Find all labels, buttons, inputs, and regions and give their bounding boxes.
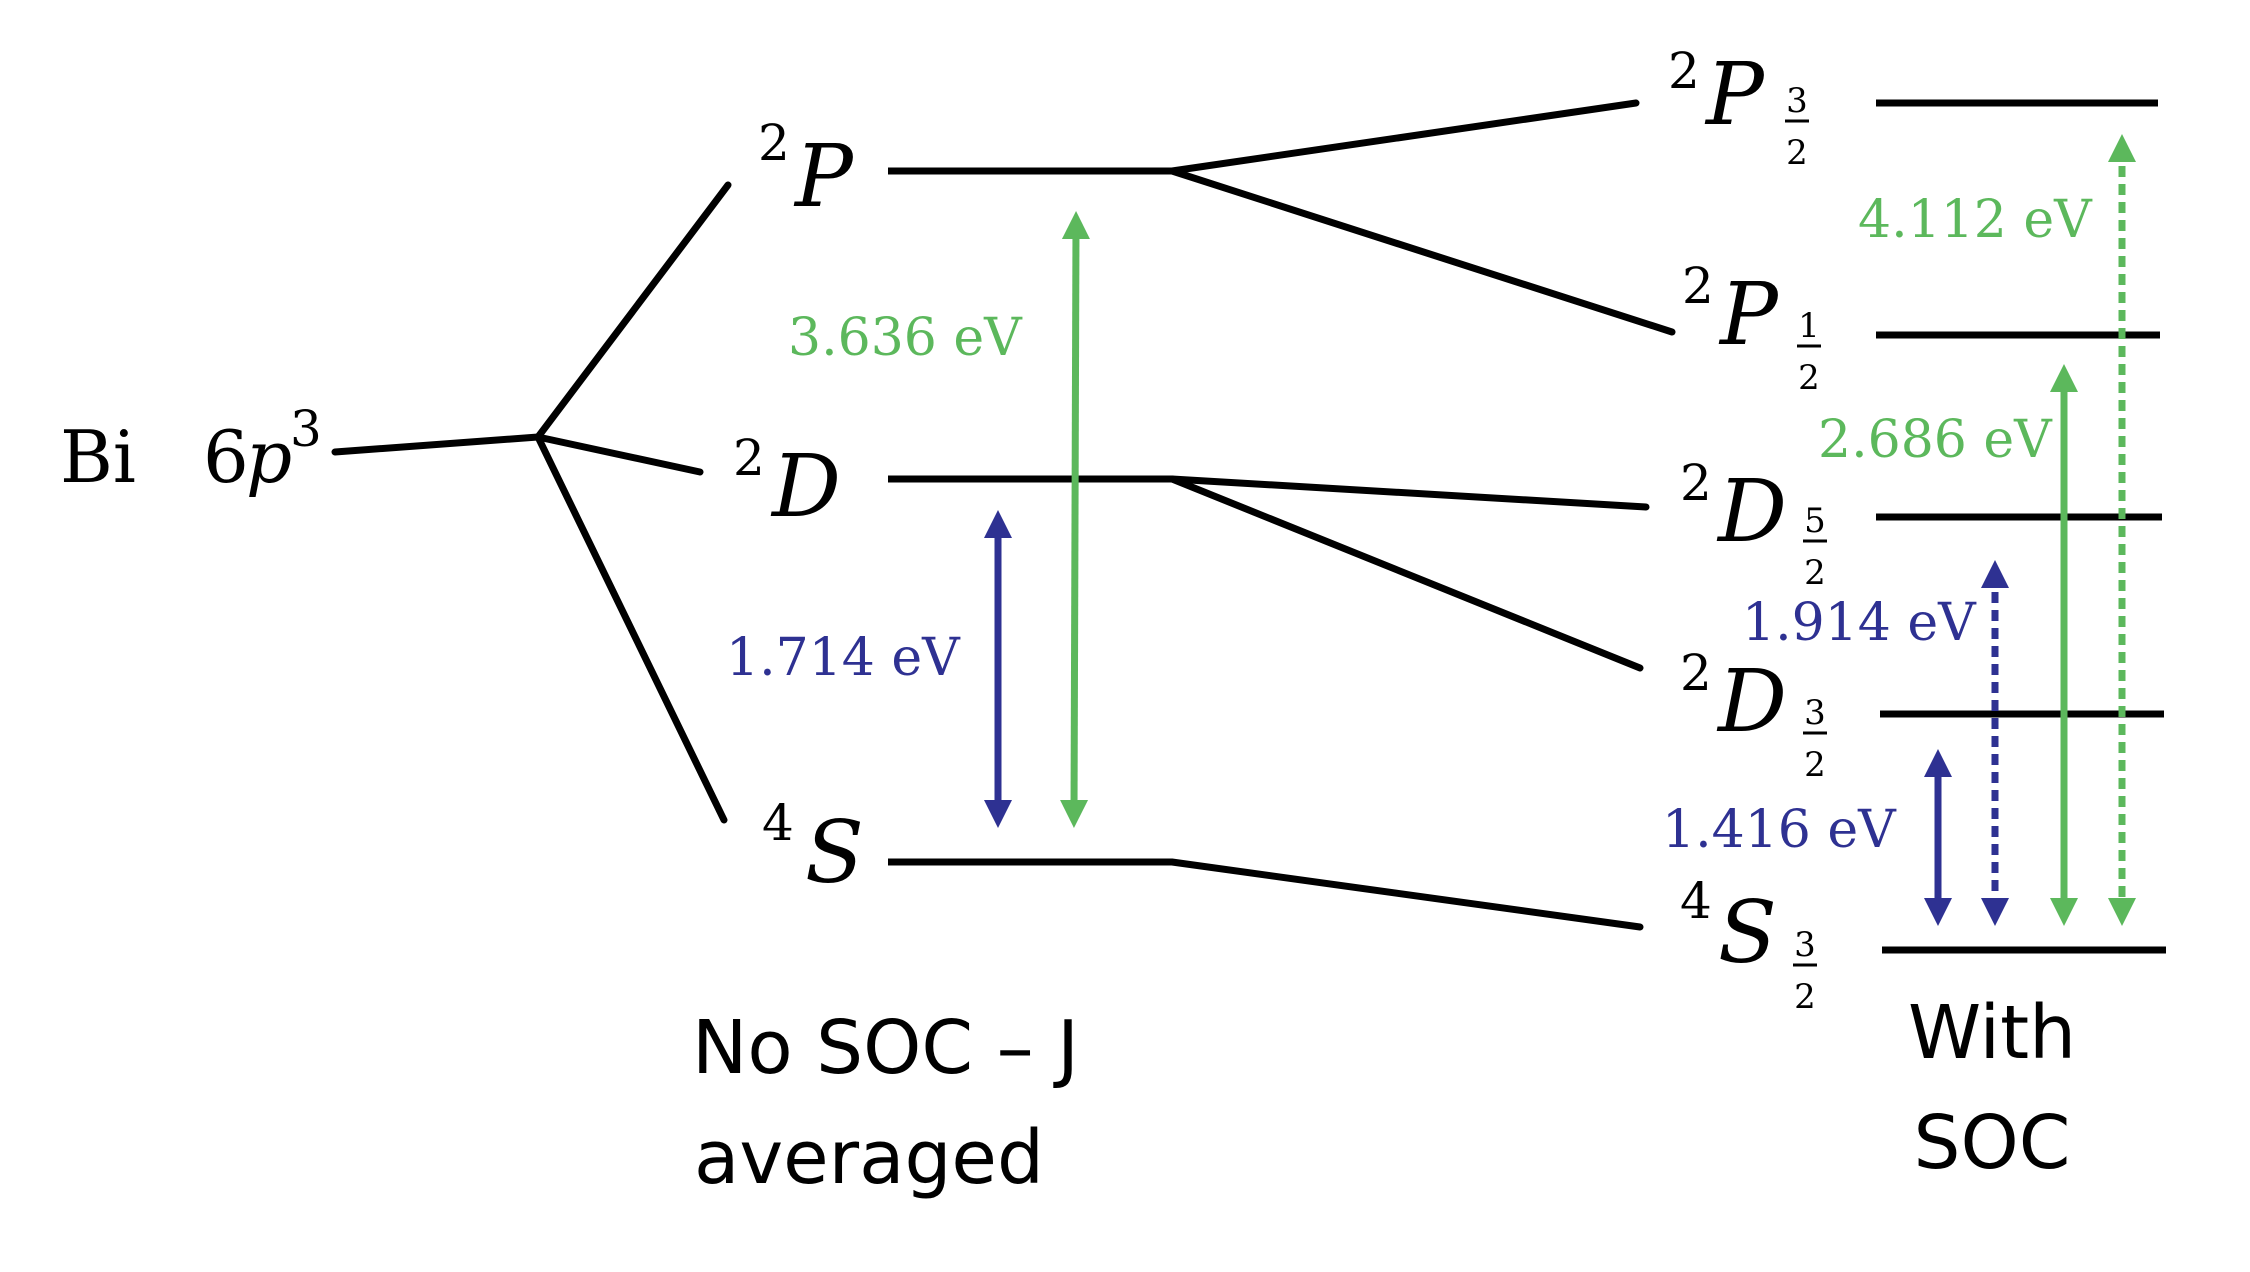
- term-multiplicity: 4: [1680, 872, 1712, 930]
- term-j-denominator: 2: [1786, 133, 1808, 173]
- term-j-numerator: 1: [1798, 306, 1820, 346]
- term-multiplicity: 2: [1680, 644, 1712, 702]
- caption-line-2: averaged: [694, 1115, 1044, 1201]
- term-letter: P: [793, 127, 855, 227]
- split-line-2p32: [1168, 99, 1640, 175]
- soc-term-2d32: 2 D 3 2: [1680, 644, 1827, 785]
- soc-transition-1416: 1.416 eV: [1662, 749, 1952, 926]
- term-multiplicity: 2: [1682, 257, 1714, 315]
- no-soc-levels: [888, 167, 1172, 866]
- term-letter: D: [770, 437, 841, 537]
- term-j-denominator: 2: [1794, 977, 1816, 1017]
- soc-term-4s32: 4 S 3 2: [1680, 872, 1817, 1017]
- soc-transition-2686: 2.686 eV: [1818, 364, 2078, 926]
- soc-transition-4112: 4.112 eV: [1858, 134, 2136, 926]
- config-split-lines: [331, 181, 732, 824]
- transition-label: 2.686 eV: [1818, 410, 2053, 470]
- with-soc-caption: With SOC: [1908, 990, 2076, 1186]
- term-letter: S: [805, 803, 864, 903]
- transition-arrow: [1060, 211, 1090, 828]
- transition-label: 4.112 eV: [1858, 190, 2093, 250]
- split-line-2p12: [1168, 167, 1676, 336]
- config-orbital: p: [246, 415, 292, 499]
- split-line-2d32: [1168, 475, 1644, 672]
- no-soc-transition-1714: 1.714 eV: [726, 510, 1012, 828]
- no-soc-term-4s: 4 S: [762, 794, 864, 903]
- term-j-numerator: 3: [1804, 693, 1826, 733]
- soc-term-2d52: 2 D 5 2: [1680, 454, 1827, 593]
- term-letter: D: [1716, 462, 1787, 562]
- term-j-numerator: 3: [1794, 925, 1816, 965]
- term-multiplicity: 4: [762, 794, 794, 852]
- caption-line-2: SOC: [1914, 1100, 2071, 1186]
- element-symbol: Bi: [60, 415, 136, 499]
- caption-line-1: No SOC – J: [692, 1005, 1079, 1091]
- split-line-2d: [534, 433, 704, 476]
- term-multiplicity: 2: [758, 114, 790, 172]
- transition-label: 1.914 eV: [1742, 593, 1977, 653]
- split-line-4s: [534, 433, 728, 824]
- term-letter: P: [1704, 45, 1766, 145]
- term-letter: D: [1716, 652, 1787, 752]
- soc-transition-1914: 1.914 eV: [1742, 560, 2009, 926]
- config-trunk-line: [331, 433, 542, 456]
- transition-label: 3.636 eV: [788, 308, 1023, 368]
- config-exponent: 3: [290, 400, 322, 458]
- no-soc-transition-3636: 3.636 eV: [788, 211, 1090, 828]
- soc-split-lines: [1168, 99, 1676, 931]
- term-letter: S: [1718, 883, 1777, 983]
- term-letter: P: [1718, 265, 1780, 365]
- term-j-denominator: 2: [1804, 553, 1826, 593]
- no-soc-term-2p: 2 P: [758, 114, 855, 227]
- no-soc-term-2d: 2 D: [733, 429, 841, 537]
- term-j-numerator: 5: [1804, 501, 1826, 541]
- configuration-label: Bi 6 p 3: [60, 400, 322, 499]
- soc-term-2p32: 2 P 3 2: [1668, 42, 1809, 173]
- config-shell-number: 6: [203, 415, 249, 499]
- soc-term-2p12: 2 P 1 2: [1682, 257, 1821, 398]
- term-j-numerator: 3: [1786, 81, 1808, 121]
- term-multiplicity: 2: [1668, 42, 1700, 100]
- term-j-denominator: 2: [1798, 358, 1820, 398]
- term-multiplicity: 2: [733, 429, 765, 487]
- transition-label: 1.416 eV: [1662, 800, 1897, 860]
- split-line-2d52: [1168, 475, 1650, 511]
- no-soc-caption: No SOC – J averaged: [692, 1005, 1079, 1201]
- transition-label: 1.714 eV: [726, 628, 961, 688]
- split-line-4s32: [1168, 858, 1644, 931]
- caption-line-1: With: [1908, 990, 2076, 1076]
- term-j-denominator: 2: [1804, 745, 1826, 785]
- term-multiplicity: 2: [1680, 454, 1712, 512]
- split-line-2p: [534, 181, 732, 441]
